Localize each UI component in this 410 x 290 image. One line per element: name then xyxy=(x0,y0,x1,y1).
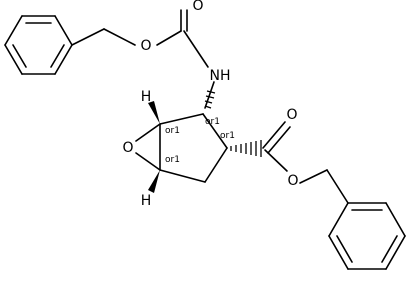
bond xyxy=(385,235,406,270)
bond xyxy=(54,44,73,75)
bond xyxy=(71,28,105,46)
atom-h-top: H xyxy=(141,89,152,105)
wedge-bond xyxy=(148,170,160,193)
bond xyxy=(202,113,228,149)
bond xyxy=(183,30,209,68)
bond xyxy=(4,15,23,46)
benzene-ring-bottom xyxy=(328,202,406,270)
atom-o-ester-single: O xyxy=(287,173,298,189)
bond xyxy=(135,152,161,171)
wedge-bond xyxy=(148,101,160,124)
bond xyxy=(159,113,204,125)
stereo-label-bridgehead-bottom: or1 xyxy=(165,155,180,165)
bond xyxy=(326,169,349,204)
bond xyxy=(204,81,215,109)
bond xyxy=(385,202,406,237)
aromatic-bond xyxy=(336,235,353,263)
stereo-label-c-ester: or1 xyxy=(220,131,235,141)
bond xyxy=(299,169,328,184)
bond xyxy=(264,149,288,172)
benzene-ring-top xyxy=(4,15,73,75)
bond xyxy=(328,235,349,270)
hashed-bond xyxy=(204,90,216,109)
bond xyxy=(54,15,73,46)
atom-o-ester-double: O xyxy=(286,107,297,123)
double-bond xyxy=(267,126,291,154)
bond xyxy=(328,202,349,237)
atom-nh: NH xyxy=(210,68,231,84)
bond xyxy=(4,44,23,75)
atom-h-bottom: H xyxy=(141,193,152,209)
atom-o-carbamate-single: O xyxy=(140,38,151,54)
double-bond xyxy=(262,121,286,149)
stereo-label-c-nh: or1 xyxy=(205,117,220,127)
stereo-label-bridgehead-top: or1 xyxy=(165,126,180,136)
atom-o-carbamate-double: O xyxy=(192,0,203,14)
aromatic-bond xyxy=(12,44,27,68)
aromatic-bond xyxy=(50,44,65,68)
bond xyxy=(103,28,136,46)
atom-o-epoxide: O xyxy=(122,140,133,156)
hashed-bond xyxy=(230,140,262,157)
bond xyxy=(156,30,182,46)
bond xyxy=(135,123,161,142)
bond xyxy=(159,169,206,183)
bond xyxy=(204,147,228,183)
aromatic-bond xyxy=(381,235,398,263)
